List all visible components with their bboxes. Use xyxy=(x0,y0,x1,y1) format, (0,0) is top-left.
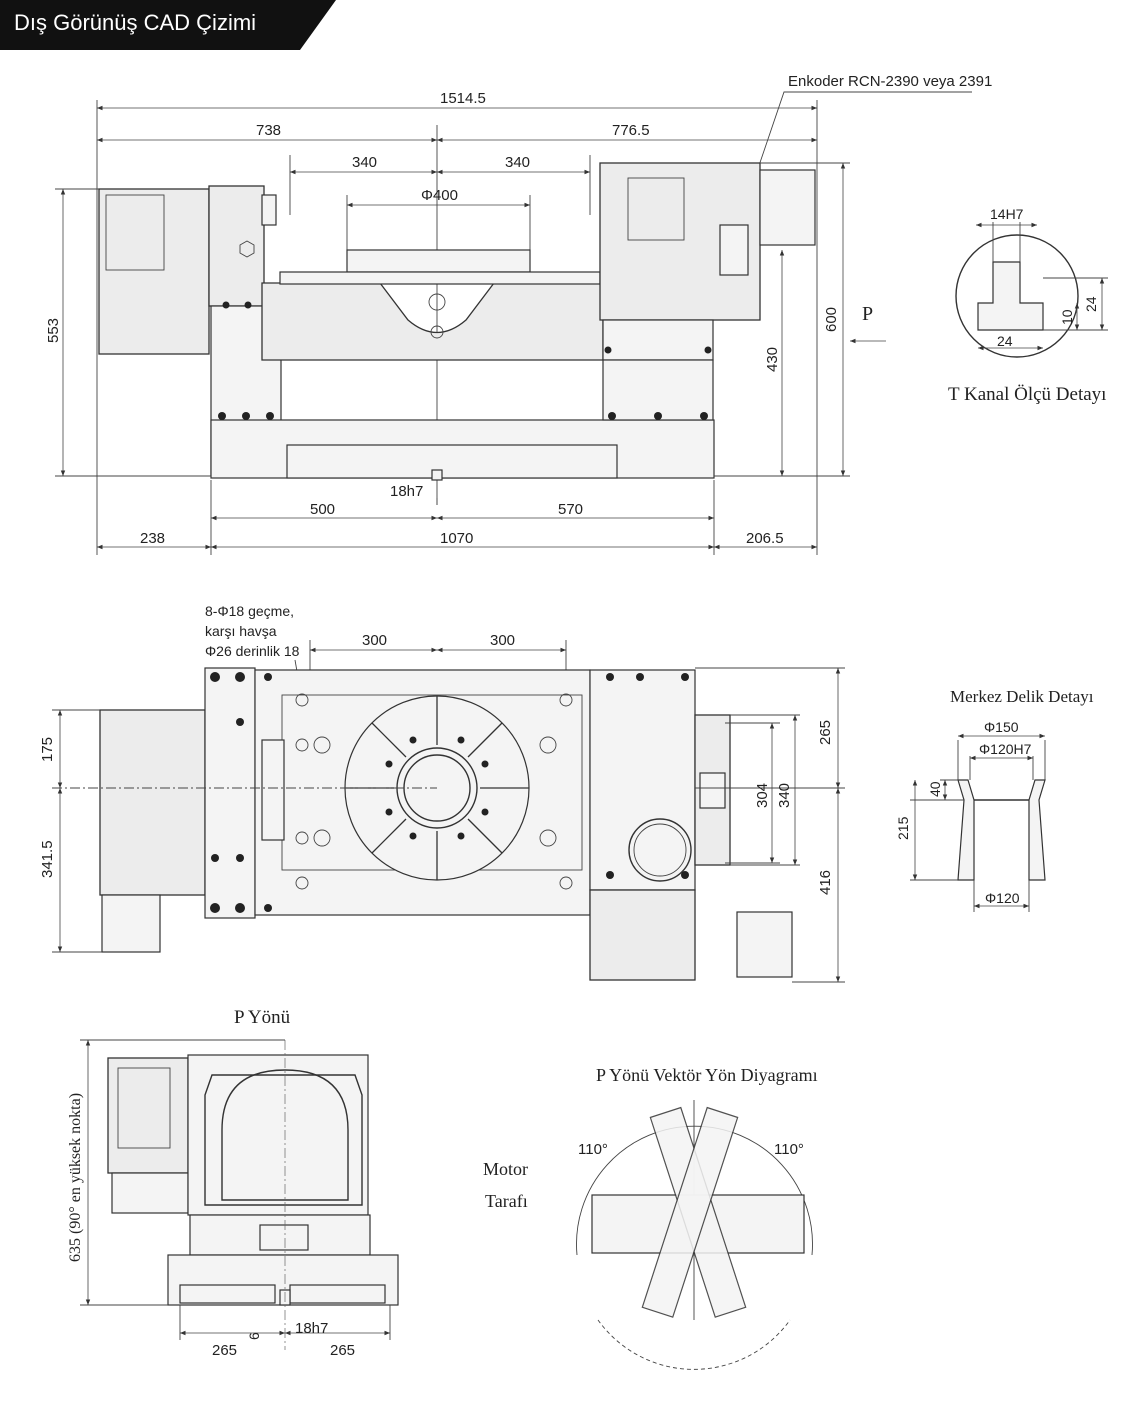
t-slot-height-neck: 10 xyxy=(1059,309,1075,325)
side-left: 265 xyxy=(212,1342,237,1359)
encoder-box xyxy=(719,224,749,276)
dim-upper-left: 175 xyxy=(39,737,56,762)
motor-housing xyxy=(98,188,210,355)
dim-table-dia: Φ400 xyxy=(421,187,458,204)
encoder-note: Enkoder RCN-2390 veya 2391 xyxy=(788,73,992,90)
front-view: 1514.5 738 776.5 340 340 Φ400 Enkoder RC… xyxy=(45,73,992,555)
side-motor xyxy=(107,1057,189,1174)
t-slot-title: T Kanal Ölçü Detayı xyxy=(948,384,1106,405)
top-view: 8-Φ18 geçme, karşı havşa Φ26 derinlik 18… xyxy=(39,603,845,983)
center-hole-outer: Φ150 xyxy=(984,719,1019,735)
t-slot-width: 14H7 xyxy=(990,206,1024,222)
dim-half-left: 340 xyxy=(352,154,377,171)
side-frame xyxy=(187,1054,369,1216)
title-tab: Dış Görünüş CAD Çizimi xyxy=(0,0,336,50)
page-title: Dış Görünüş CAD Çizimi xyxy=(14,10,257,35)
side-view: P Yönü 635 (90° en yüksek nokta) 265 265… xyxy=(67,1007,399,1359)
dim-inner-304: 304 xyxy=(754,783,771,808)
vector-title: P Yönü Vektör Yön Diyagramı xyxy=(596,1065,818,1085)
dim-left-part: 738 xyxy=(256,122,281,139)
angle-left: 110° xyxy=(578,1141,608,1158)
center-hole-depth-top: 40 xyxy=(927,781,943,797)
hole-note-1: 8-Φ18 geçme, xyxy=(205,603,294,619)
side-offset: 6 xyxy=(246,1332,262,1340)
motor-label-2: Tarafı xyxy=(485,1191,528,1211)
gearbox xyxy=(208,185,265,307)
top-right-housing xyxy=(589,669,696,891)
motor-label-1: Motor xyxy=(483,1159,528,1179)
center-hole-depth-total: 215 xyxy=(895,816,911,840)
angle-right: 110° xyxy=(774,1141,804,1158)
cradle-body xyxy=(261,282,604,361)
dim-height: 553 xyxy=(45,318,62,343)
hole-note-3: Φ26 derinlik 18 xyxy=(205,643,300,659)
dim-lower-left: 341.5 xyxy=(39,840,56,878)
center-hole-bottom: Φ120 xyxy=(985,890,1020,906)
dim-top-half-right: 300 xyxy=(490,632,515,649)
side-height: 635 (90° en yüksek nokta) xyxy=(67,1093,84,1262)
t-slot-width-bottom: 24 xyxy=(997,333,1013,349)
dim-right-part: 776.5 xyxy=(612,122,650,139)
center-hole-title: Merkez Delik Detayı xyxy=(950,687,1094,706)
side-view-title: P Yönü xyxy=(234,1007,291,1028)
side-right: 265 xyxy=(330,1342,355,1359)
dim-upper-right: 265 xyxy=(817,720,834,745)
dim-right-overhang: 206.5 xyxy=(746,530,784,547)
view-arrow-p: P xyxy=(862,303,873,325)
top-motor xyxy=(99,709,206,896)
dim-inner-340: 340 xyxy=(776,783,793,808)
center-hole-detail: Merkez Delik Detayı Φ150 Φ120H7 40 215 Φ… xyxy=(895,687,1094,912)
dim-top-half-left: 300 xyxy=(362,632,387,649)
t-slot-height-total: 24 xyxy=(1083,296,1099,312)
dim-base-left: 500 xyxy=(310,501,335,518)
dim-motor-width: 238 xyxy=(140,530,165,547)
t-slot-detail: 14H7 24 10 24 T Kanal Ölçü Detayı xyxy=(948,206,1108,405)
dim-center-height: 430 xyxy=(764,347,781,372)
vector-diagram: P Yönü Vektör Yön Diyagramı Motor Tarafı… xyxy=(483,1065,818,1370)
dim-lower-right: 416 xyxy=(817,870,834,895)
dim-height-right: 600 xyxy=(823,307,840,332)
dim-base-width: 1070 xyxy=(440,530,473,547)
dim-base-right: 570 xyxy=(558,501,583,518)
side-key-slot: 18h7 xyxy=(295,1320,328,1337)
center-hole-inner-fit: Φ120H7 xyxy=(979,741,1032,757)
dim-total-width: 1514.5 xyxy=(440,90,486,107)
title-tab-shape xyxy=(0,0,336,50)
rotary-table xyxy=(346,249,531,273)
hole-note-2: karşı havşa xyxy=(205,623,277,639)
dim-key-slot: 18h7 xyxy=(390,483,423,500)
dim-half-right: 340 xyxy=(505,154,530,171)
